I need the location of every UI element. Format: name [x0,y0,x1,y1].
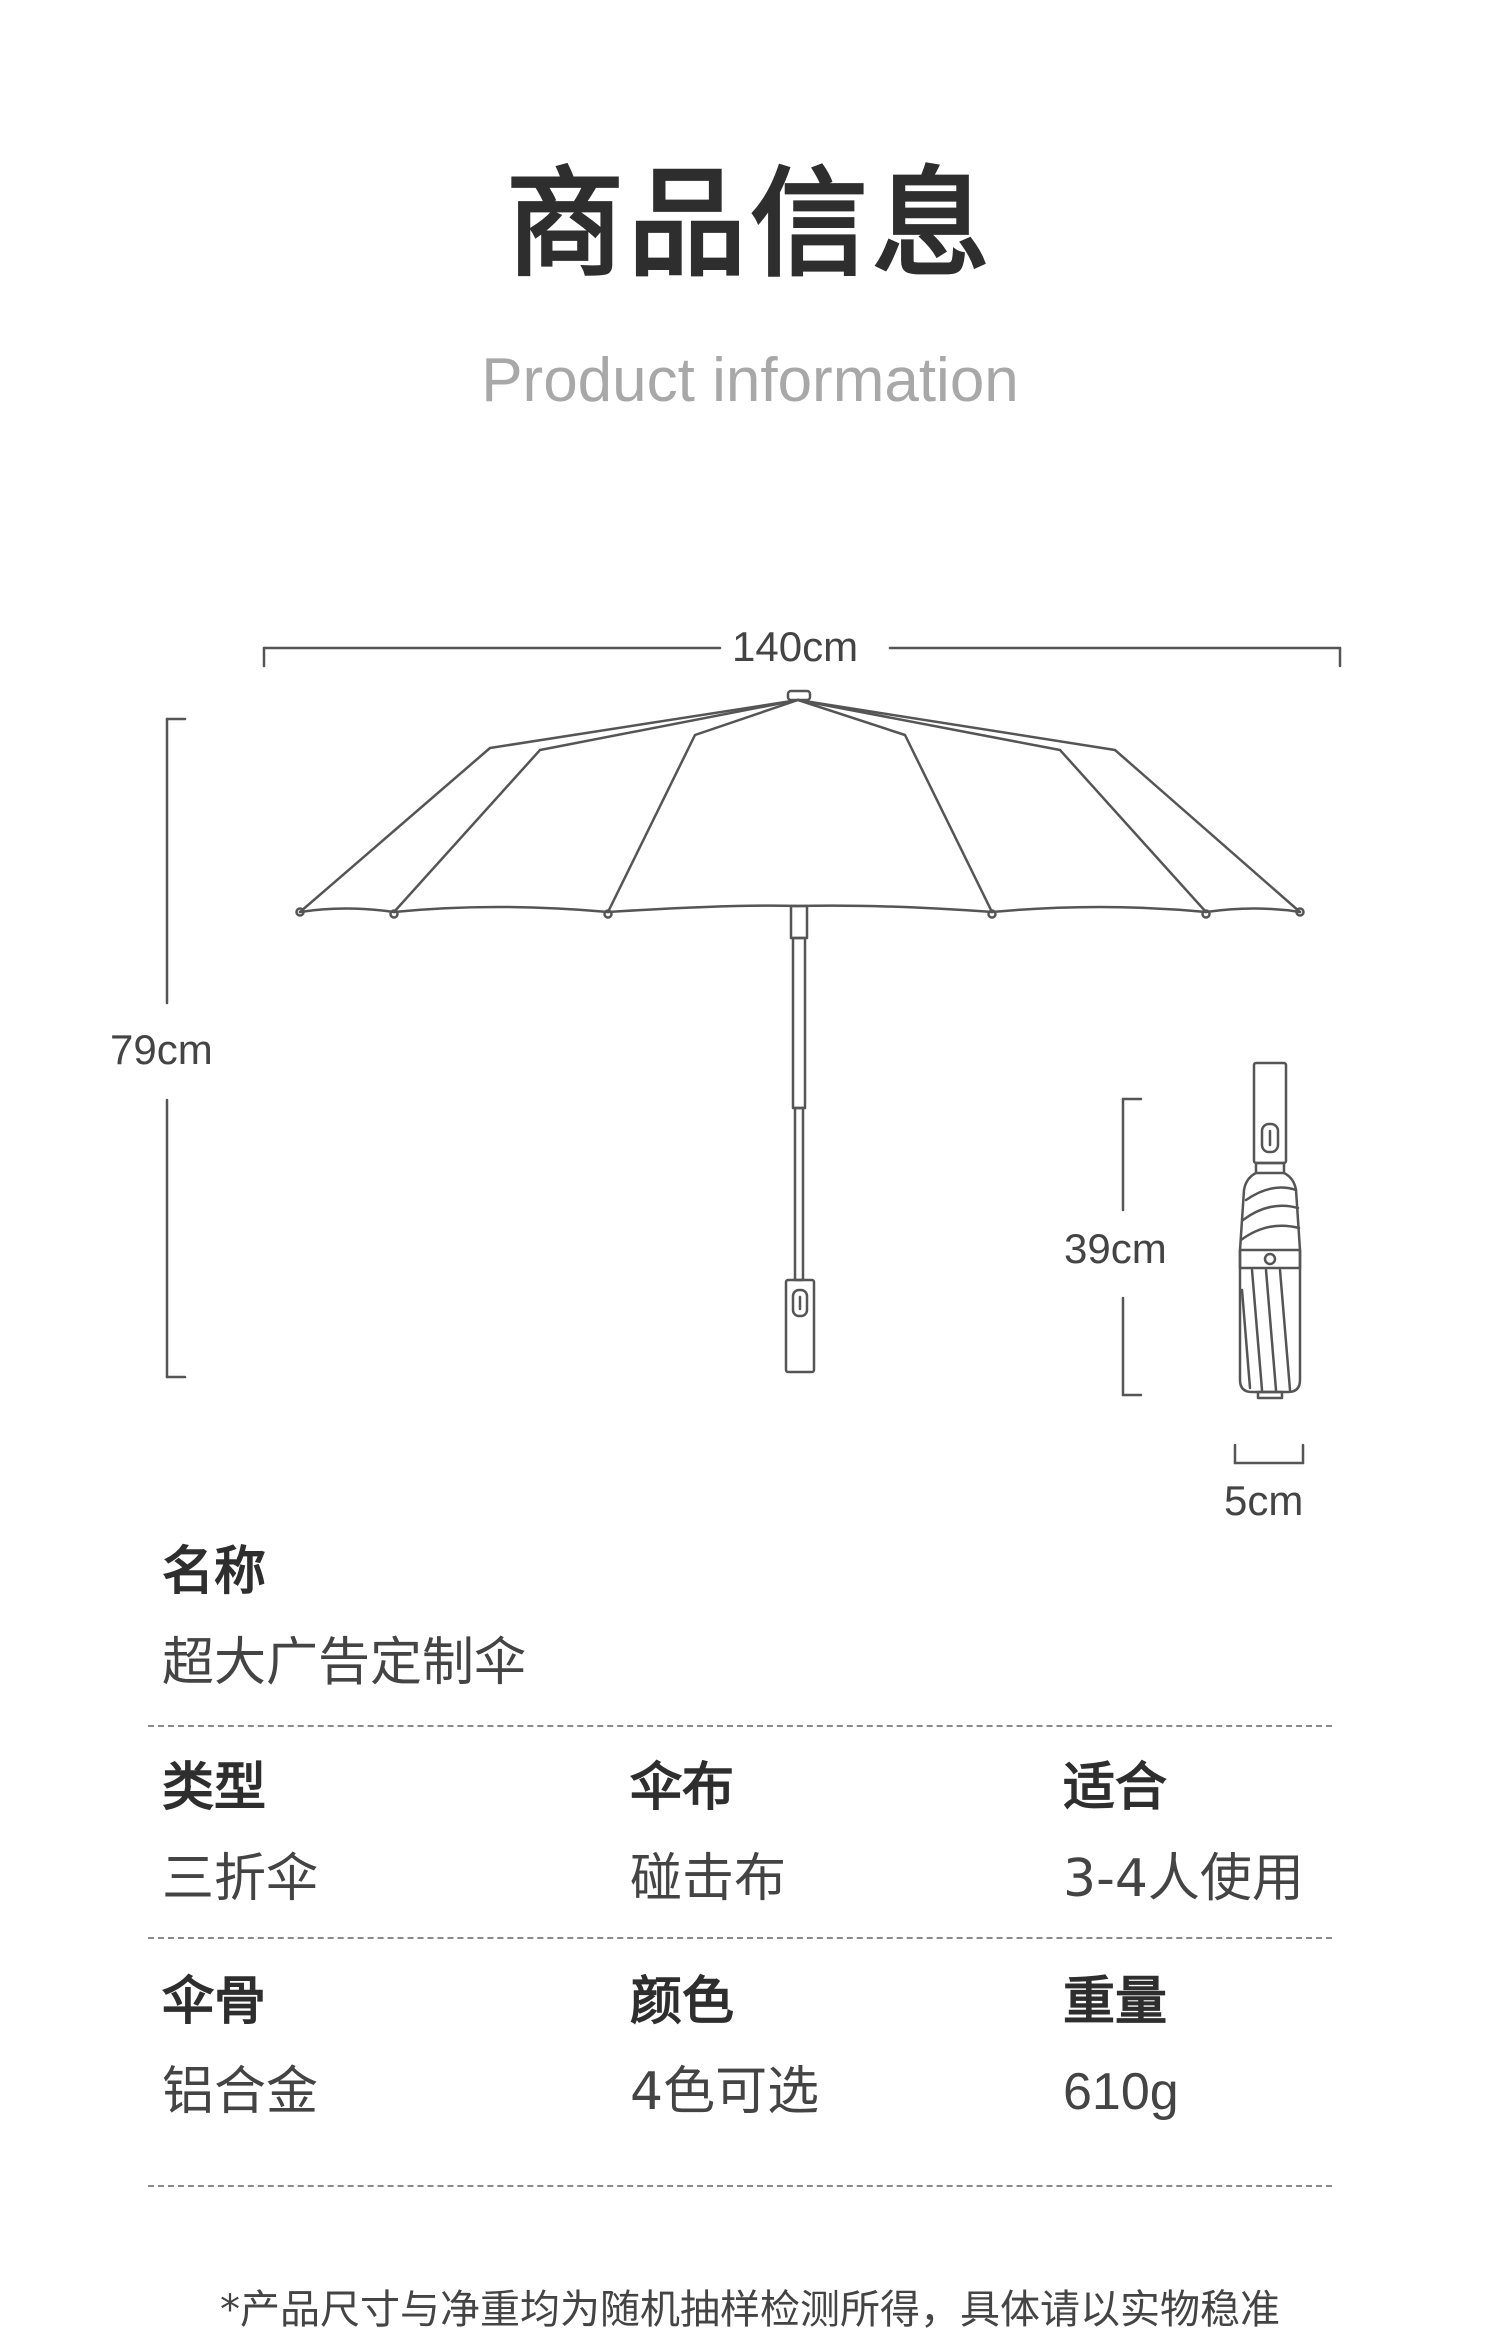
spec-fabric-label: 伞布 [630,1758,735,1818]
spec-name-value: 超大广告定制伞 [162,1633,527,1693]
spec-suitable-label: 适合 [1063,1758,1168,1818]
spec-color-value: 4色可选 [630,2062,820,2122]
page-title: 商品信息 [505,155,994,293]
folded-length-label: 39cm [1064,1225,1167,1272]
spec-name-label: 名称 [162,1542,267,1602]
spec-type-label: 类型 [162,1758,267,1818]
spec-color-label: 颜色 [630,1972,735,2032]
spec-suitable-value: 3-4人使用 [1063,1849,1304,1909]
divider [148,1725,1332,1727]
spec-fabric-value: 碰击布 [630,1849,787,1909]
spec-type-value: 三折伞 [162,1849,319,1909]
width-dimension-line [262,646,1342,668]
spec-weight-label: 重量 [1063,1972,1168,2032]
spec-weight-value: 610g [1063,2063,1179,2121]
footnote: *产品尺寸与净重均为随机抽样检测所得，具体请以实物稳准 [220,2287,1280,2333]
divider [148,2185,1332,2187]
folded-width-label: 5cm [1224,1477,1304,1524]
open-umbrella-icon [295,689,1305,1374]
folded-width-dimension-line [1233,1443,1305,1465]
dimension-diagram [165,646,1342,1465]
folded-umbrella-icon [1238,1061,1302,1400]
open-width-label: 140cm [732,623,859,670]
folded-length-dimension-line [1121,1097,1143,1397]
open-height-label: 79cm [110,1026,213,1073]
divider [148,1937,1332,1939]
spec-frame-value: 铝合金 [162,2062,319,2122]
page-subtitle: Product information [481,346,1019,415]
height-dimension-line [165,717,187,1379]
spec-frame-label: 伞骨 [162,1972,267,2032]
